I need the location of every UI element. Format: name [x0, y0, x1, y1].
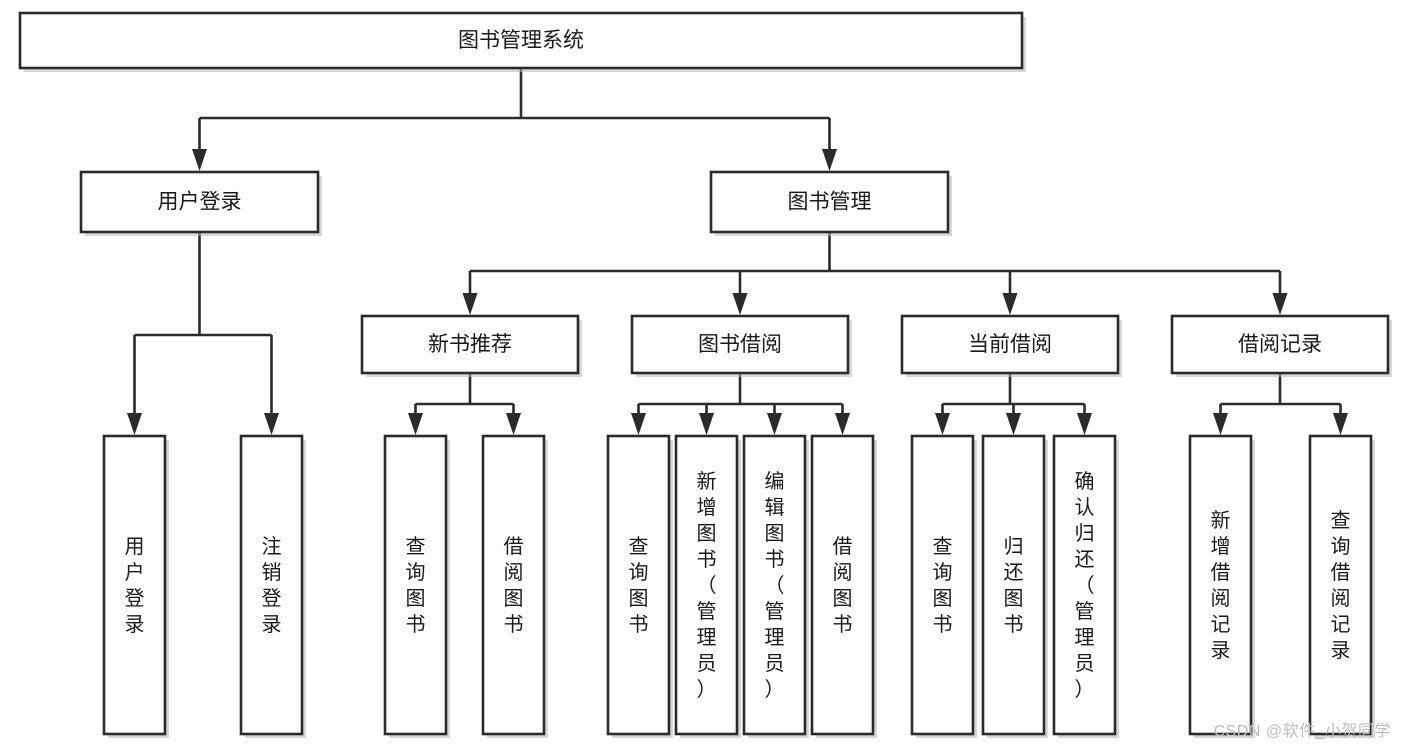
node-new-book-rec[interactable]: 新书推荐 — [360, 314, 582, 377]
node-box[interactable] — [900, 314, 1120, 375]
node-box[interactable] — [742, 434, 807, 736]
node-label: 归还图书 — [1004, 535, 1024, 636]
node-leaf-user-login[interactable]: 用户登录 — [102, 434, 169, 738]
node-leaf-borrow-query-book[interactable]: 查询图书 — [606, 434, 673, 738]
edge-arrowhead — [822, 149, 837, 171]
node-box[interactable] — [1052, 434, 1117, 736]
edge-arrowhead — [699, 413, 714, 435]
node-book-borrow[interactable]: 图书借阅 — [630, 314, 852, 377]
node-box[interactable] — [709, 170, 950, 234]
node-label: 当前借阅 — [968, 333, 1052, 356]
edge-arrowhead — [767, 413, 782, 435]
node-box[interactable] — [18, 11, 1024, 70]
edge-arrowhead — [1333, 413, 1348, 435]
edge-arrowhead — [264, 413, 279, 435]
node-box[interactable] — [79, 170, 320, 234]
node-box[interactable] — [981, 434, 1046, 736]
edge-arrowhead — [1077, 413, 1092, 435]
node-label: 图书管理系统 — [458, 29, 584, 52]
node-leaf-borrow-edit-book[interactable]: 编辑图书（管理员） — [742, 434, 809, 738]
node-box[interactable] — [239, 434, 304, 736]
node-label: 查询图书 — [629, 535, 649, 636]
edge-arrowhead — [835, 413, 850, 435]
node-label: 图书管理 — [788, 191, 872, 214]
watermark-text: CSDN @软件_小贺同学 — [1213, 723, 1391, 740]
edge-arrowhead — [462, 293, 478, 315]
node-leaf-cur-query-book[interactable]: 查询图书 — [910, 434, 977, 738]
node-box[interactable] — [360, 314, 580, 375]
node-leaf-rec-add-record[interactable]: 新增借阅记录 — [1188, 434, 1255, 738]
node-label: 查询图书 — [933, 535, 953, 636]
node-leaf-rec-borrow-book[interactable]: 借阅图书 — [481, 434, 548, 738]
node-label: 图书借阅 — [698, 333, 782, 356]
node-label: 新增图书（管理员） — [697, 470, 717, 701]
node-label: 借阅图书 — [504, 535, 524, 636]
node-box[interactable] — [481, 434, 546, 736]
edge-arrowhead — [631, 413, 646, 435]
node-label: 新增借阅记录 — [1211, 509, 1231, 662]
node-box[interactable] — [810, 434, 875, 736]
edge-arrowhead — [1213, 413, 1228, 435]
node-box[interactable] — [1188, 434, 1253, 736]
node-label: 借阅图书 — [833, 535, 853, 636]
node-label: 注销登录 — [262, 535, 282, 636]
node-label: 新书推荐 — [428, 333, 512, 356]
node-user-login[interactable]: 用户登录 — [79, 170, 322, 236]
node-borrow-record[interactable]: 借阅记录 — [1170, 314, 1392, 377]
node-box[interactable] — [1170, 314, 1390, 375]
node-label: 用户登录 — [158, 191, 242, 214]
edge-arrowhead — [935, 413, 950, 435]
edge-arrowhead — [127, 413, 142, 435]
node-leaf-rec-query-book[interactable]: 查询图书 — [383, 434, 450, 738]
node-leaf-borrow-add-book[interactable]: 新增图书（管理员） — [674, 434, 741, 738]
node-label: 用户登录 — [125, 536, 145, 636]
node-leaf-borrow-borrow-book[interactable]: 借阅图书 — [810, 434, 877, 738]
edge-arrowhead — [506, 413, 521, 435]
node-leaf-cur-confirm-return[interactable]: 确认归还（管理员） — [1052, 434, 1119, 738]
edges-layer — [127, 68, 1348, 435]
edge-arrowhead — [408, 413, 423, 435]
edge-arrowhead — [192, 149, 207, 171]
node-box[interactable] — [910, 434, 975, 736]
node-box[interactable] — [674, 434, 739, 736]
edge-arrowhead — [1272, 293, 1288, 315]
node-box[interactable] — [1308, 434, 1373, 736]
node-leaf-rec-query-record[interactable]: 查询借阅记录 — [1308, 434, 1375, 738]
node-book-manage[interactable]: 图书管理 — [709, 170, 952, 236]
edge-arrowhead — [732, 293, 748, 315]
node-label: 确认归还（管理员） — [1075, 470, 1095, 701]
node-label: 查询图书 — [406, 535, 426, 636]
node-box[interactable] — [383, 434, 448, 736]
node-leaf-user-logout[interactable]: 注销登录 — [239, 434, 306, 738]
node-current-borrow[interactable]: 当前借阅 — [900, 314, 1122, 377]
node-label: 借阅记录 — [1238, 333, 1322, 356]
node-label: 编辑图书（管理员） — [765, 470, 785, 701]
nodes-layer: 图书管理系统用户登录图书管理新书推荐图书借阅当前借阅借阅记录用户登录注销登录查询… — [18, 11, 1392, 738]
node-leaf-cur-return-book[interactable]: 归还图书 — [981, 434, 1048, 738]
edge-arrowhead — [1002, 293, 1018, 315]
node-label: 查询借阅记录 — [1331, 509, 1351, 662]
node-box[interactable] — [606, 434, 671, 736]
node-root[interactable]: 图书管理系统 — [18, 11, 1026, 72]
node-box[interactable] — [630, 314, 850, 375]
node-box[interactable] — [102, 434, 167, 736]
edge-arrowhead — [1006, 413, 1021, 435]
